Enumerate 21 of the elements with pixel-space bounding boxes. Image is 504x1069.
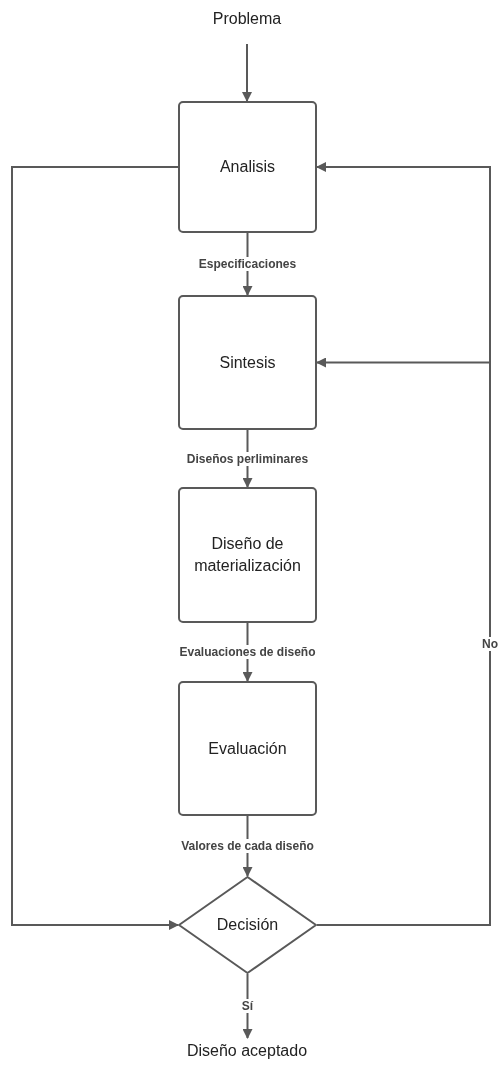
node-text: Decisión xyxy=(216,915,279,935)
process-box xyxy=(178,295,317,430)
edge-label: Valores de cada diseño xyxy=(179,839,316,853)
node-text: Analisis xyxy=(219,157,276,177)
process-box xyxy=(178,681,317,816)
arrow xyxy=(242,43,252,102)
process-box xyxy=(178,487,317,623)
edge-label: Sí xyxy=(239,999,256,1013)
edge-label: No xyxy=(480,636,500,651)
node-text: Diseño aceptado xyxy=(186,1041,308,1061)
node-text: Evaluación xyxy=(208,738,287,759)
node-text: Sintesis xyxy=(219,352,276,373)
arrow xyxy=(242,232,253,296)
arrow xyxy=(242,429,253,488)
edge-label: Especificaciones xyxy=(196,257,299,271)
process-box xyxy=(178,101,317,233)
edge-label: Diseños perliminares xyxy=(184,451,311,466)
node-text: Diseño de materialización xyxy=(193,534,302,576)
edge-label: Evaluaciones de diseño xyxy=(177,645,318,659)
arrow xyxy=(11,166,179,930)
node-text: Problema xyxy=(212,9,282,29)
